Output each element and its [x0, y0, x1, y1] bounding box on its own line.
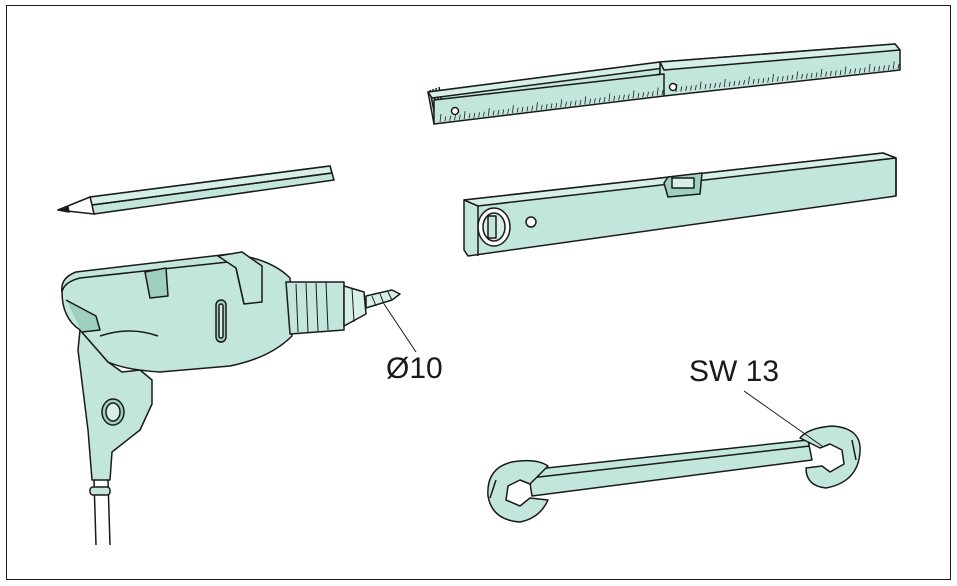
wrench-size-label: SW 13	[689, 355, 780, 388]
open-end-wrench-icon	[487, 390, 861, 523]
folding-ruler-icon	[427, 43, 901, 125]
power-drill-icon	[61, 251, 417, 546]
drill-bit-diameter-label: Ø10	[386, 352, 443, 385]
pencil-icon	[57, 165, 335, 215]
spirit-level-icon	[463, 152, 897, 257]
